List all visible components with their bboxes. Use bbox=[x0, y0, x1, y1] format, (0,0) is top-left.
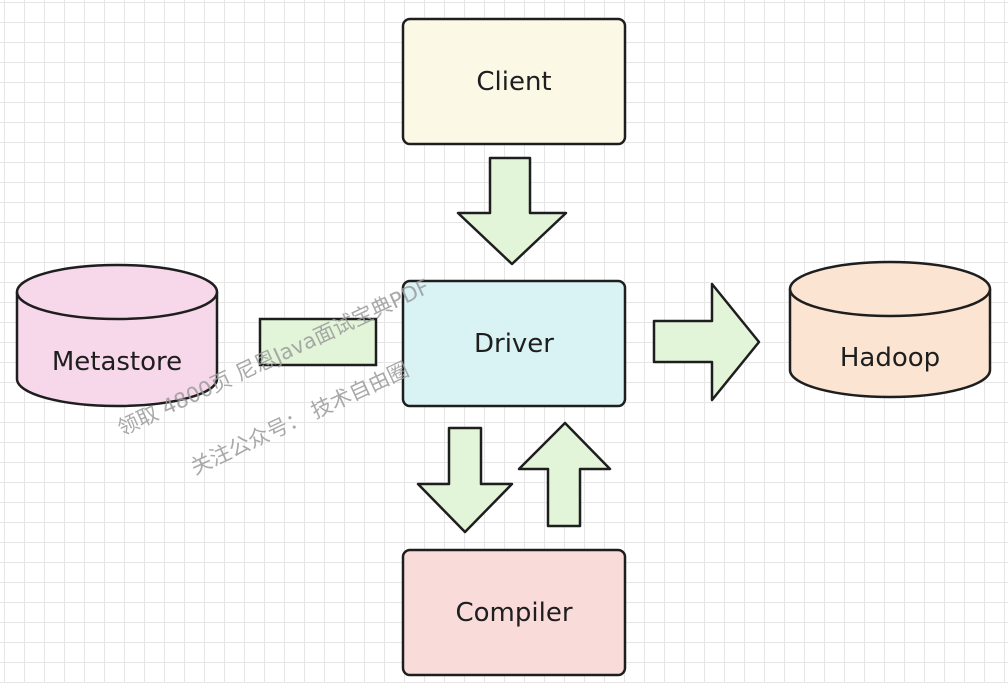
compiler-label: Compiler bbox=[455, 598, 572, 628]
driver-node[interactable]: Driver bbox=[401, 279, 627, 408]
client-node[interactable]: Client bbox=[401, 17, 627, 146]
arrow-driver-to-compiler bbox=[416, 426, 514, 534]
hadoop-label: Hadoop bbox=[840, 343, 940, 373]
client-box bbox=[401, 17, 627, 146]
metastore-node[interactable]: Metastore bbox=[15, 263, 219, 408]
hadoop-node[interactable]: Hadoop bbox=[788, 260, 992, 399]
compiler-box bbox=[401, 548, 627, 677]
hadoop-cylinder-top bbox=[788, 260, 992, 318]
arrow-client-to-driver bbox=[456, 156, 568, 266]
connector-metastore-driver bbox=[258, 317, 378, 367]
metastore-cylinder-top bbox=[15, 263, 219, 321]
hadoop-cylinder-body bbox=[788, 289, 992, 399]
arrow-driver-to-hadoop bbox=[652, 282, 761, 402]
client-label: Client bbox=[476, 67, 551, 97]
metastore-cylinder-body bbox=[15, 292, 219, 408]
metastore-label: Metastore bbox=[52, 347, 182, 377]
driver-label: Driver bbox=[474, 329, 554, 359]
compiler-node[interactable]: Compiler bbox=[401, 548, 627, 677]
driver-box bbox=[401, 279, 627, 408]
arrow-compiler-to-driver bbox=[517, 421, 612, 528]
